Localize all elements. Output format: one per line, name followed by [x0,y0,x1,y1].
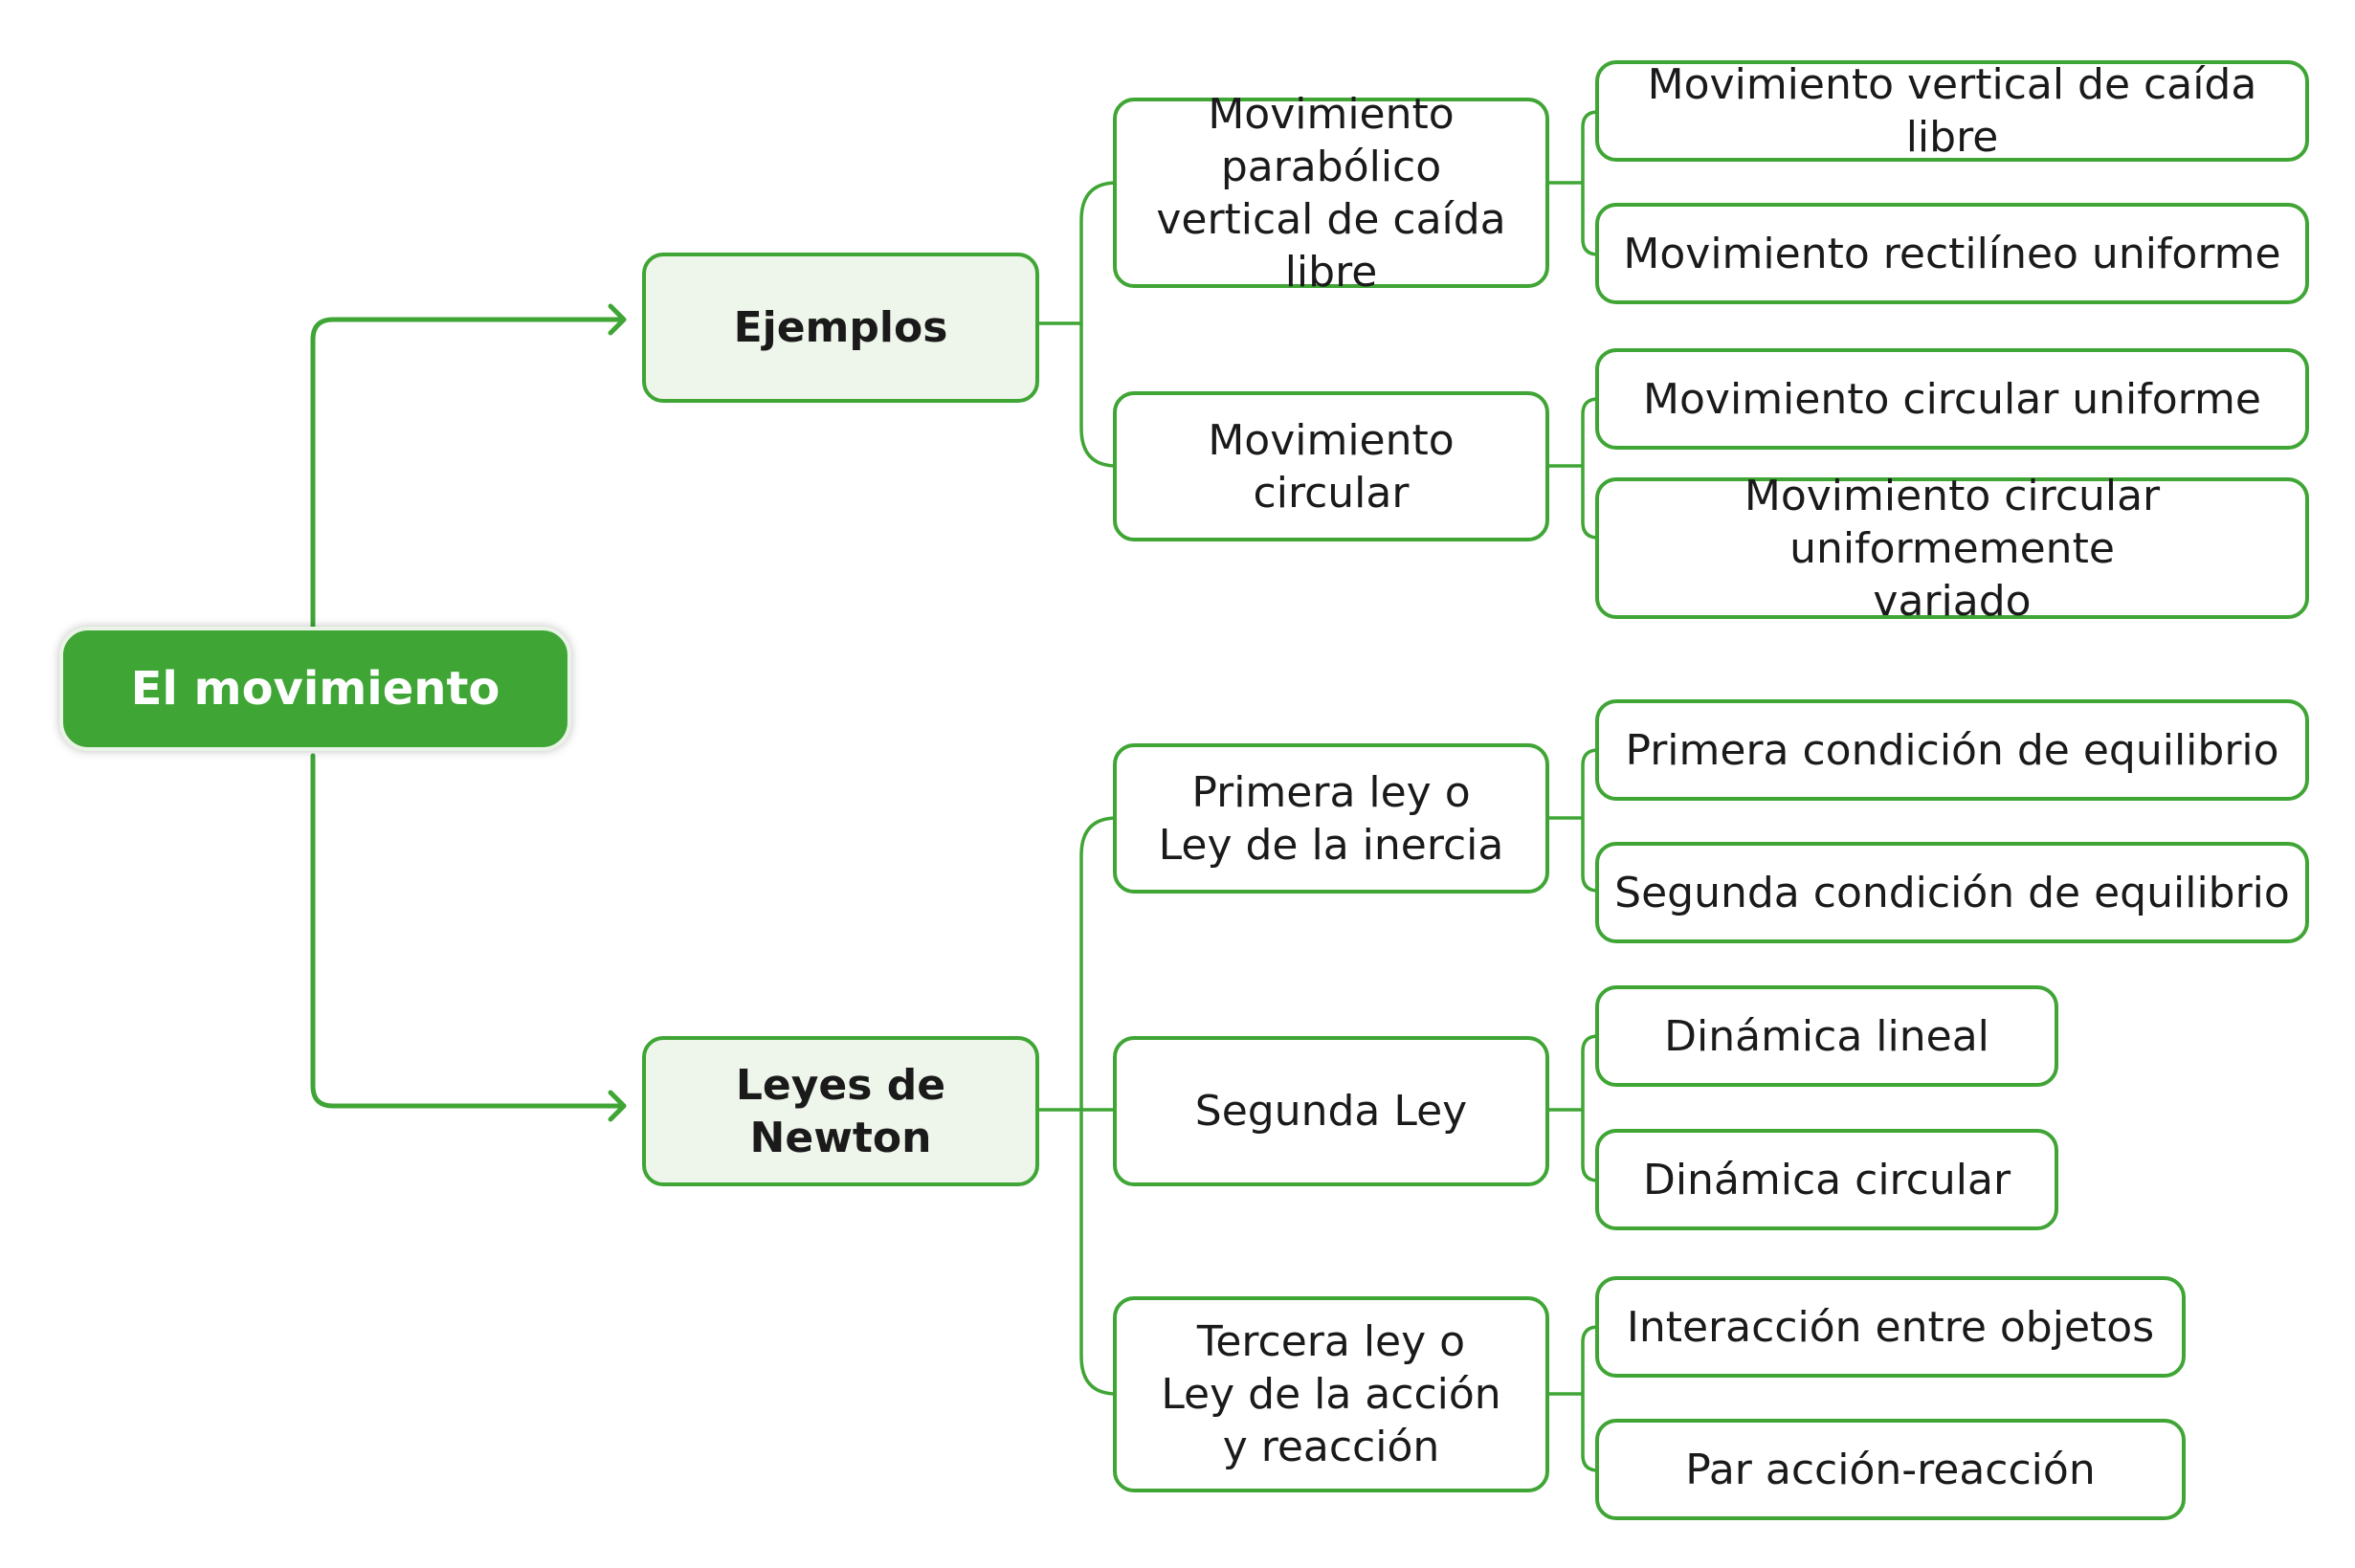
node-movimiento-circular: Movimiento circular [1113,391,1549,541]
connector-circular [1545,397,1600,540]
leaf-primera-condicion: Primera condición de equilibrio [1595,699,2309,801]
branch-node-ejemplos: Ejemplos [642,253,1039,403]
leaf-dinamica-circular: Dinámica circular [1595,1129,2058,1230]
leaf-vertical-caida-libre: Movimiento vertical de caída libre [1595,60,2309,162]
node-segunda-ley: Segunda Ley [1113,1036,1549,1186]
leaf-label: Movimiento circular uniformemente variad… [1744,471,2161,626]
leaf-circular-uniformemente-variado: Movimiento circular uniformemente variad… [1595,472,2309,626]
leaf-label: Movimiento vertical de caída libre [1647,60,2257,162]
branch-label: Leyes de Newton [735,1060,946,1162]
arrow-to-ejemplos [310,317,625,629]
arrow-head-ejemplos [608,303,627,336]
connector-segunda-ley [1545,1034,1600,1182]
leaf-dinamica-lineal: Dinámica lineal [1595,985,2058,1087]
leaf-label: Dinámica circular [1642,1155,2011,1204]
node-label: Movimiento parabólico vertical de caída … [1156,89,1506,297]
root-node: El movimiento [59,627,571,751]
leaf-label: Par acción-reacción [1685,1445,2096,1494]
arrow-head-leyes [608,1090,627,1122]
connector-ejemplos [1037,181,1119,468]
node-label: Primera ley o Ley de la inercia [1158,767,1504,870]
leaf-par-accion-reaccion: Par acción-reacción [1595,1419,2186,1520]
leaf-segunda-condicion: Segunda condición de equilibrio [1595,842,2309,943]
branch-node-leyes-de-newton: Leyes de Newton [642,1036,1039,1186]
leaf-rectilineo-uniforme: Movimiento rectilíneo uniforme [1595,203,2309,304]
connector-parabolico [1545,110,1600,256]
branch-label: Ejemplos [733,303,948,352]
connector-tercera-ley [1545,1325,1600,1472]
leaf-circular-uniforme: Movimiento circular uniforme [1595,348,2309,450]
leaf-label: Movimiento rectilíneo uniforme [1623,229,2281,278]
node-label: Segunda Ley [1194,1087,1468,1136]
node-movimiento-parabolico: Movimiento parabólico vertical de caída … [1113,90,1549,297]
leaf-label: Segunda condición de equilibrio [1614,868,2290,917]
leaf-label: Interacción entre objetos [1626,1302,2155,1352]
node-tercera-ley: Tercera ley o Ley de la acción y reacció… [1113,1296,1549,1492]
leaf-label: Movimiento circular uniforme [1643,374,2261,424]
connector-leyes [1037,816,1119,1396]
node-label: Movimiento circular [1208,415,1455,518]
arrow-to-leyes [310,753,625,1109]
node-label: Tercera ley o Ley de la acción y reacció… [1161,1317,1501,1471]
connector-primera-ley [1545,748,1600,893]
node-primera-ley: Primera ley o Ley de la inercia [1113,743,1549,894]
leaf-interaccion-entre-objetos: Interacción entre objetos [1595,1276,2186,1378]
leaf-label: Dinámica lineal [1664,1011,1989,1061]
leaf-label: Primera condición de equilibrio [1625,725,2279,775]
root-label: El movimiento [130,661,500,716]
